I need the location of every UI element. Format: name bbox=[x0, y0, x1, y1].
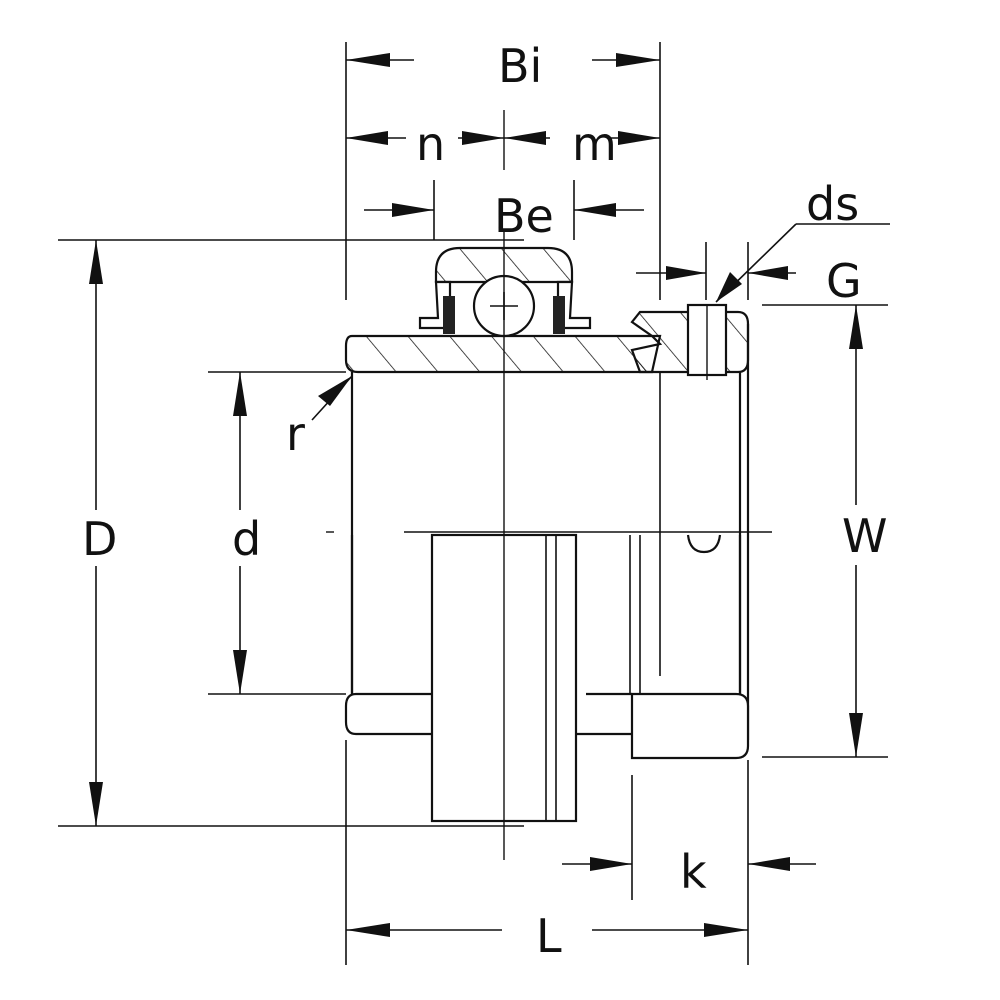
label-g: G bbox=[826, 254, 862, 308]
label-w: W bbox=[842, 509, 887, 563]
left-seal-lip bbox=[443, 296, 455, 334]
label-ds: ds bbox=[806, 177, 859, 231]
left-seal bbox=[418, 280, 452, 330]
label-d-bore: d bbox=[232, 512, 261, 566]
label-bi: Bi bbox=[498, 39, 542, 93]
inner-ring-section bbox=[344, 334, 662, 374]
label-d-outer: D bbox=[82, 512, 117, 566]
lower-collar bbox=[630, 692, 750, 760]
label-n: n bbox=[416, 117, 445, 171]
label-l: L bbox=[536, 909, 562, 963]
set-screw-hole bbox=[686, 534, 722, 554]
label-be: Be bbox=[494, 189, 554, 243]
dimension-lines bbox=[89, 53, 890, 937]
label-r: r bbox=[286, 407, 305, 461]
bearing-body bbox=[326, 230, 772, 860]
right-seal-lip bbox=[553, 296, 565, 334]
dimension-labels: Bi n m Be ds G r D d W k L bbox=[82, 39, 887, 963]
right-seal bbox=[556, 280, 592, 330]
label-m: m bbox=[572, 117, 617, 171]
extension-lines bbox=[58, 42, 888, 965]
label-k: k bbox=[680, 845, 707, 899]
